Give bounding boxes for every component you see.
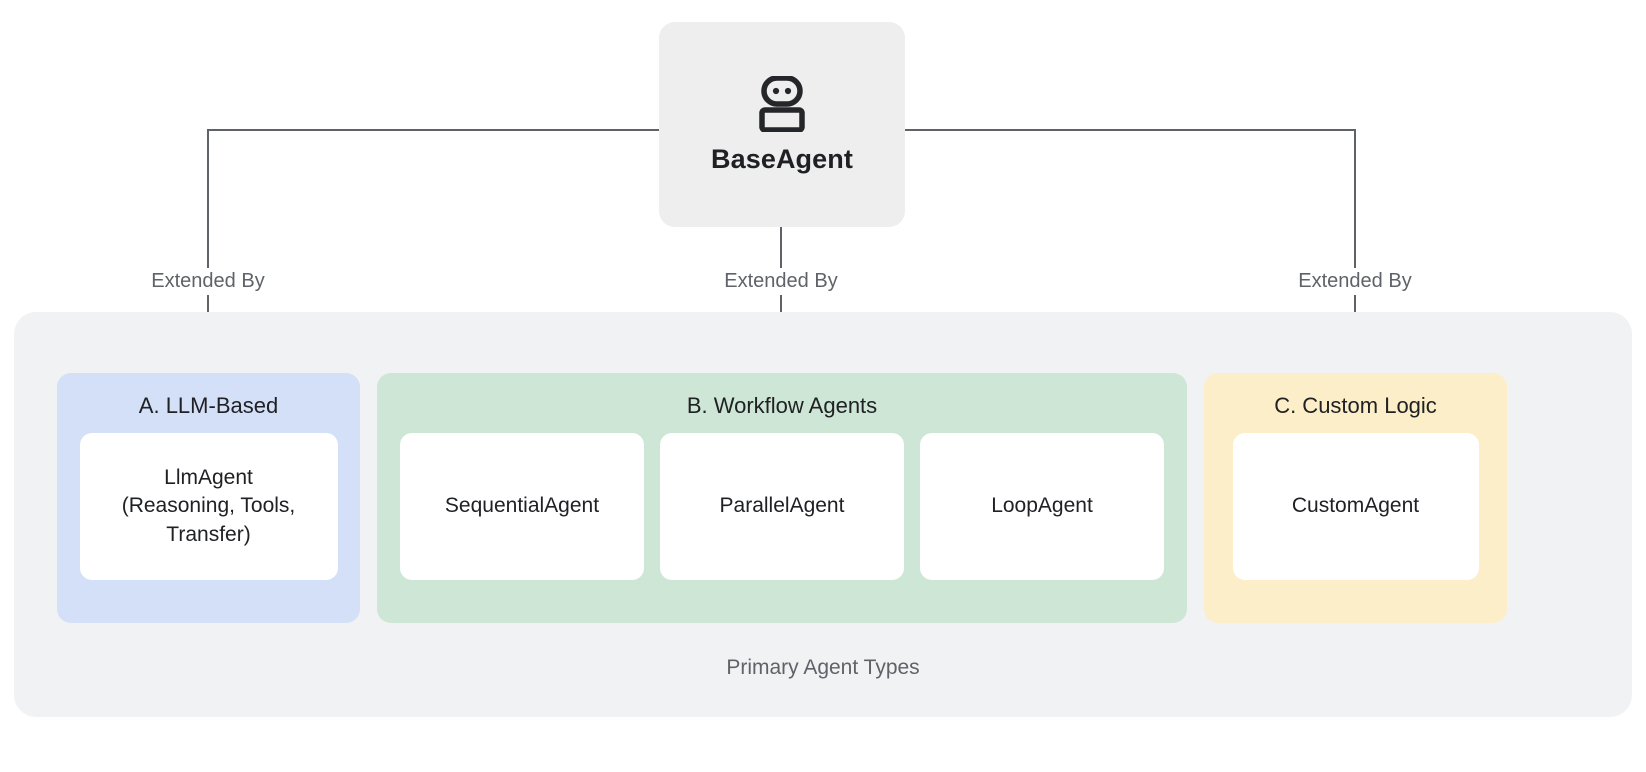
category-custom-logic[interactable]: C. Custom Logic CustomAgent bbox=[1204, 373, 1507, 623]
node-llmagent[interactable]: LlmAgent(Reasoning, Tools,Transfer) bbox=[79, 433, 338, 580]
category-workflow-agents-leaves: SequentialAgent ParallelAgent LoopAgent bbox=[377, 433, 1187, 602]
group-caption: Primary Agent Types bbox=[726, 656, 920, 679]
node-sequentialagent[interactable]: SequentialAgent bbox=[400, 433, 644, 580]
category-custom-logic-leaves: CustomAgent bbox=[1204, 433, 1507, 602]
category-workflow-agents[interactable]: B. Workflow Agents SequentialAgent Paral… bbox=[377, 373, 1187, 623]
category-llm-based-title: A. LLM-Based bbox=[138, 393, 279, 418]
category-llm-based[interactable]: A. LLM-Based LlmAgent(Reasoning, Tools,T… bbox=[57, 373, 360, 623]
category-llm-based-leaves: LlmAgent(Reasoning, Tools,Transfer) bbox=[57, 433, 360, 602]
category-custom-logic-title: C. Custom Logic bbox=[1274, 393, 1437, 418]
node-customagent[interactable]: CustomAgent bbox=[1232, 433, 1479, 580]
node-parallelagent[interactable]: ParallelAgent bbox=[660, 433, 904, 580]
node-baseagent[interactable]: BaseAgent bbox=[659, 22, 905, 227]
edge-label-right: Extended By bbox=[1292, 268, 1418, 295]
robot-icon bbox=[759, 76, 805, 132]
edge-label-middle: Extended By bbox=[718, 268, 844, 295]
node-loopagent[interactable]: LoopAgent bbox=[920, 433, 1164, 580]
node-baseagent-label: BaseAgent bbox=[711, 144, 853, 174]
category-workflow-agents-title: B. Workflow Agents bbox=[686, 393, 878, 418]
edge-label-left: Extended By bbox=[145, 268, 271, 295]
